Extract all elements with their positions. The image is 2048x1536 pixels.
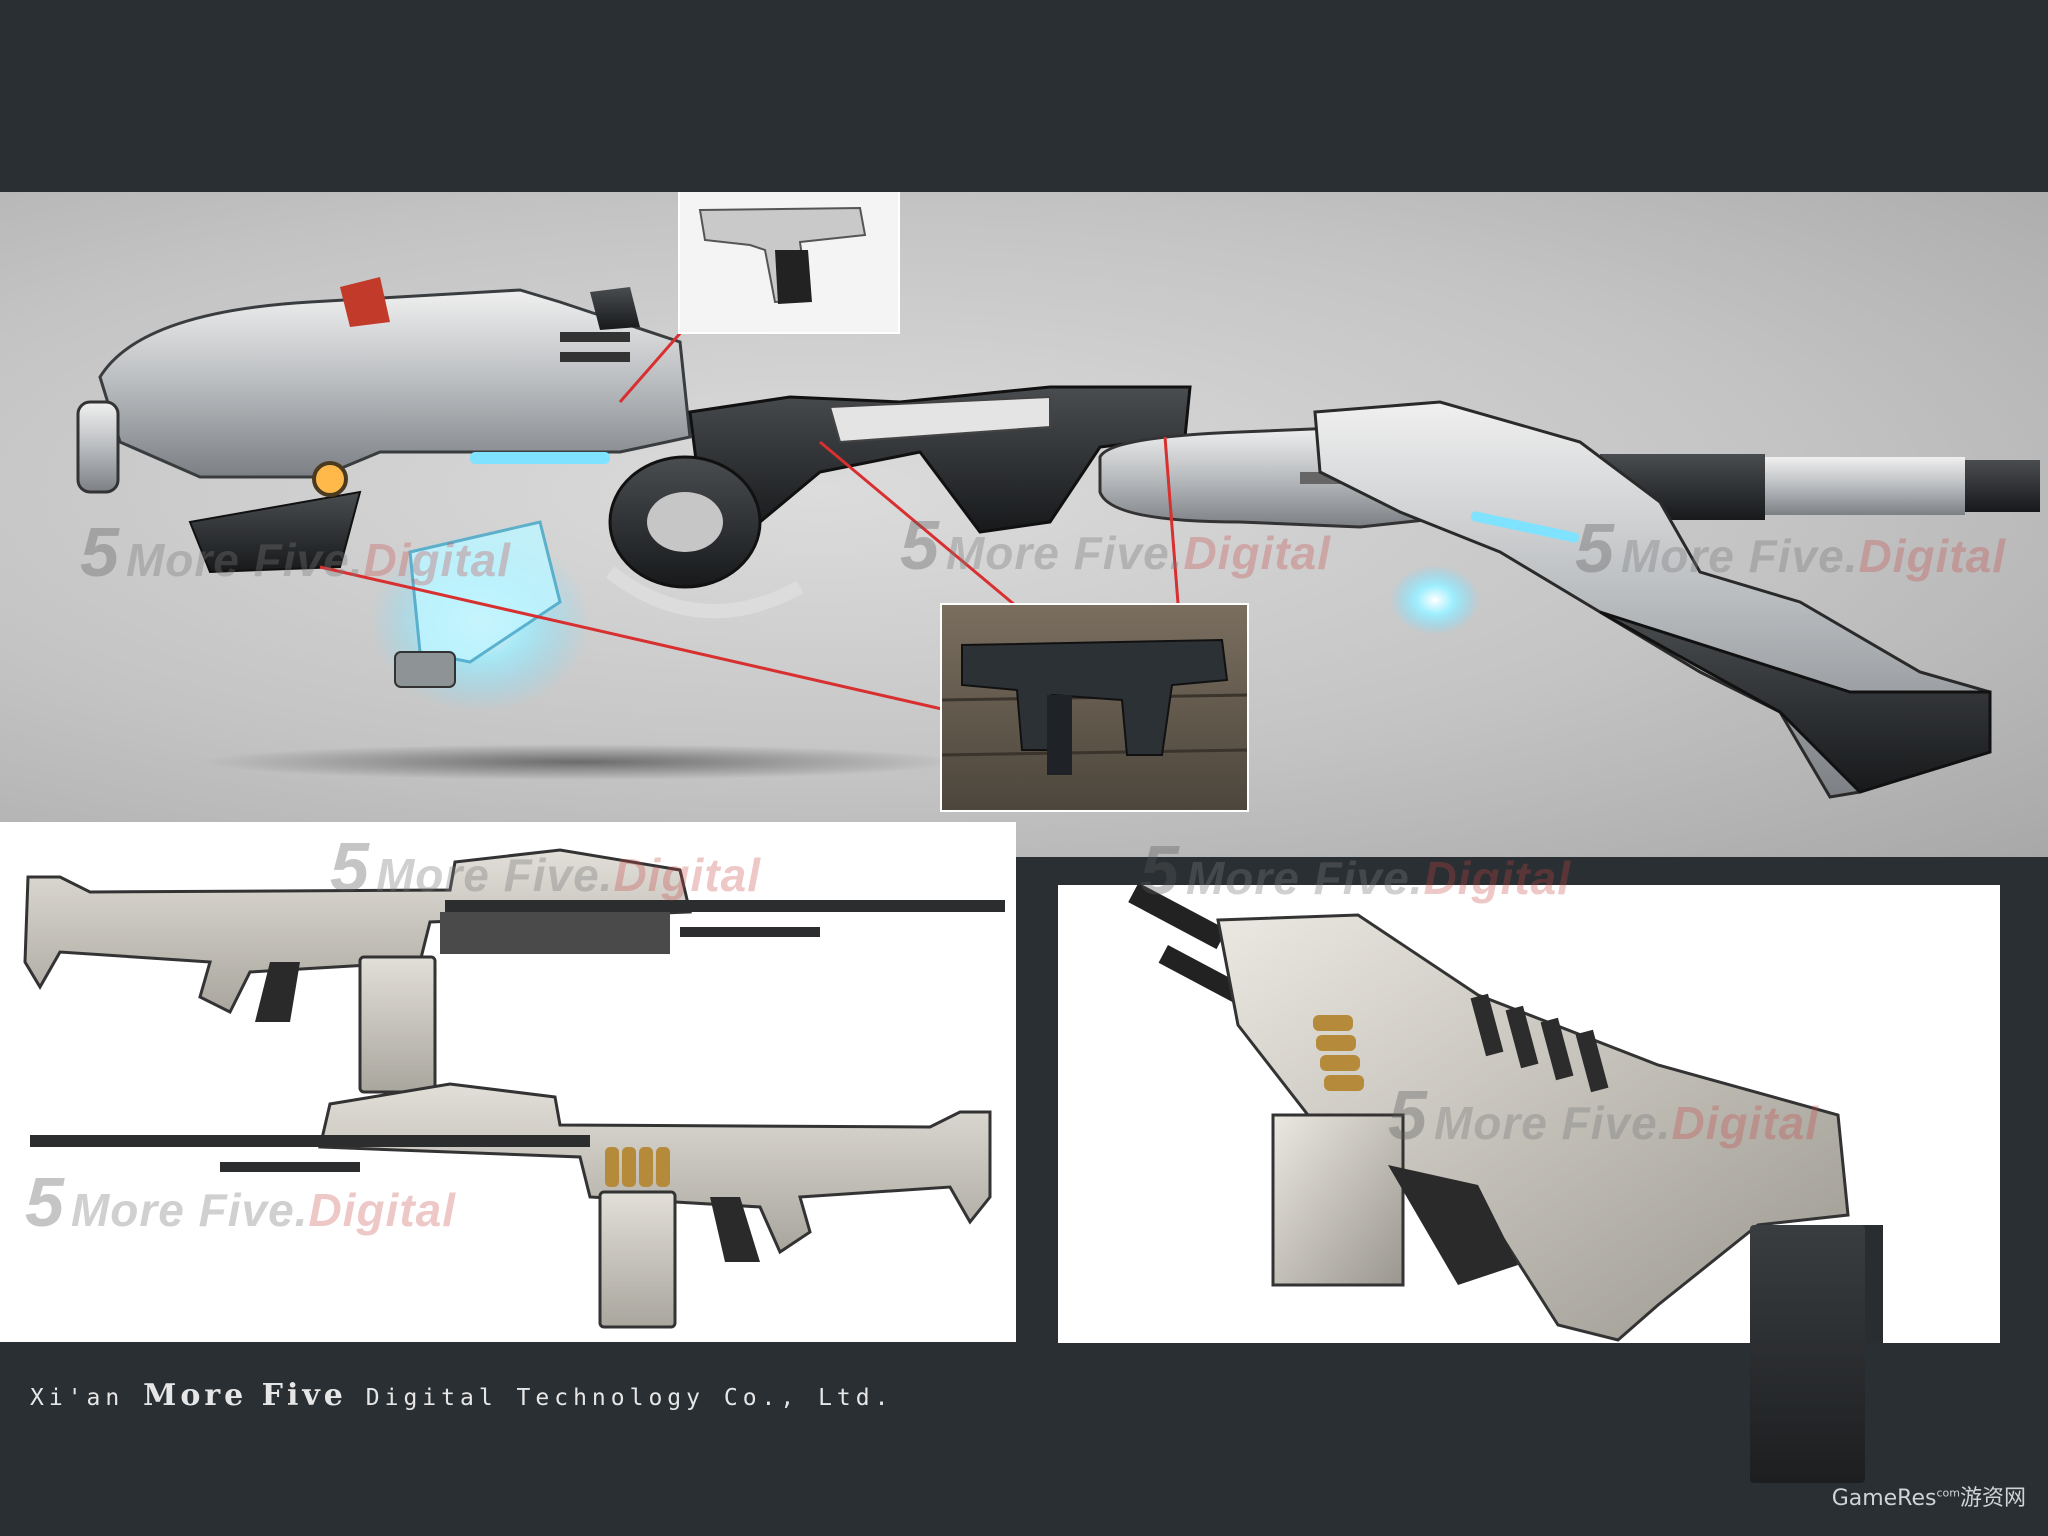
- watermark-text-red: Digital: [1423, 852, 1572, 904]
- watermark-text-red: Digital: [308, 1184, 457, 1236]
- smg-icon: [942, 638, 1247, 775]
- watermark-text-red: Digital: [613, 849, 762, 901]
- watermark-number: 5: [25, 1163, 65, 1241]
- watermark-text-red: Digital: [363, 534, 512, 586]
- company-prefix: Xi'an: [30, 1385, 125, 1411]
- rifle-illustration: [76, 277, 2040, 799]
- watermark-text: More Five.: [1433, 1097, 1672, 1149]
- watermark-text: More Five.: [1185, 852, 1424, 904]
- watermark-number: 5: [80, 513, 120, 591]
- rifle-side-view: [76, 277, 1192, 619]
- energy-cell: [370, 520, 590, 712]
- watermark-number: 5: [330, 828, 370, 906]
- smg-reference-photo: [942, 605, 1247, 810]
- machine-gun-perspective-view: [1128, 885, 1883, 1343]
- site-badge-cn: 游资网: [1959, 1486, 2026, 1511]
- watermark-text: More Five.: [945, 527, 1184, 579]
- pistol-icon: [698, 206, 867, 304]
- site-badge: GameRescom游资网: [1832, 1480, 2026, 1512]
- rifle-perspective-view: [1313, 400, 1992, 799]
- company-suffix: Digital Technology Co., Ltd.: [365, 1385, 894, 1411]
- watermark-text-red: Digital: [1671, 1097, 1820, 1149]
- watermark-text-red: Digital: [1183, 527, 1332, 579]
- watermark-number: 5: [900, 506, 940, 584]
- site-badge-name: GameRes: [1831, 1486, 1937, 1511]
- watermark-text: More Five.: [70, 1184, 309, 1236]
- watermark-text: More Five.: [1620, 530, 1859, 582]
- watermark-text: More Five.: [125, 534, 364, 586]
- watermark-number: 5: [1388, 1076, 1428, 1154]
- watermark-text: More Five.: [375, 849, 614, 901]
- concept-panel-rifle: [0, 192, 2048, 857]
- ground-shadow: [200, 744, 960, 780]
- mg-stock-overflow: [1750, 1225, 1865, 1483]
- watermark-number: 5: [1140, 831, 1180, 909]
- watermark-number: 5: [1575, 509, 1615, 587]
- company-name: Xi'an More Five Digital Technology Co., …: [30, 1378, 893, 1413]
- machine-gun-side-views: [23, 848, 1005, 1329]
- company-brand: More Five: [143, 1378, 347, 1413]
- watermark-text-red: Digital: [1858, 530, 2007, 582]
- site-badge-small: com: [1936, 1486, 1960, 1500]
- mg-side-view-upper: [23, 848, 1005, 1094]
- mg-side-view-lower: [30, 1082, 992, 1329]
- pistol-reference-photo: [680, 192, 898, 332]
